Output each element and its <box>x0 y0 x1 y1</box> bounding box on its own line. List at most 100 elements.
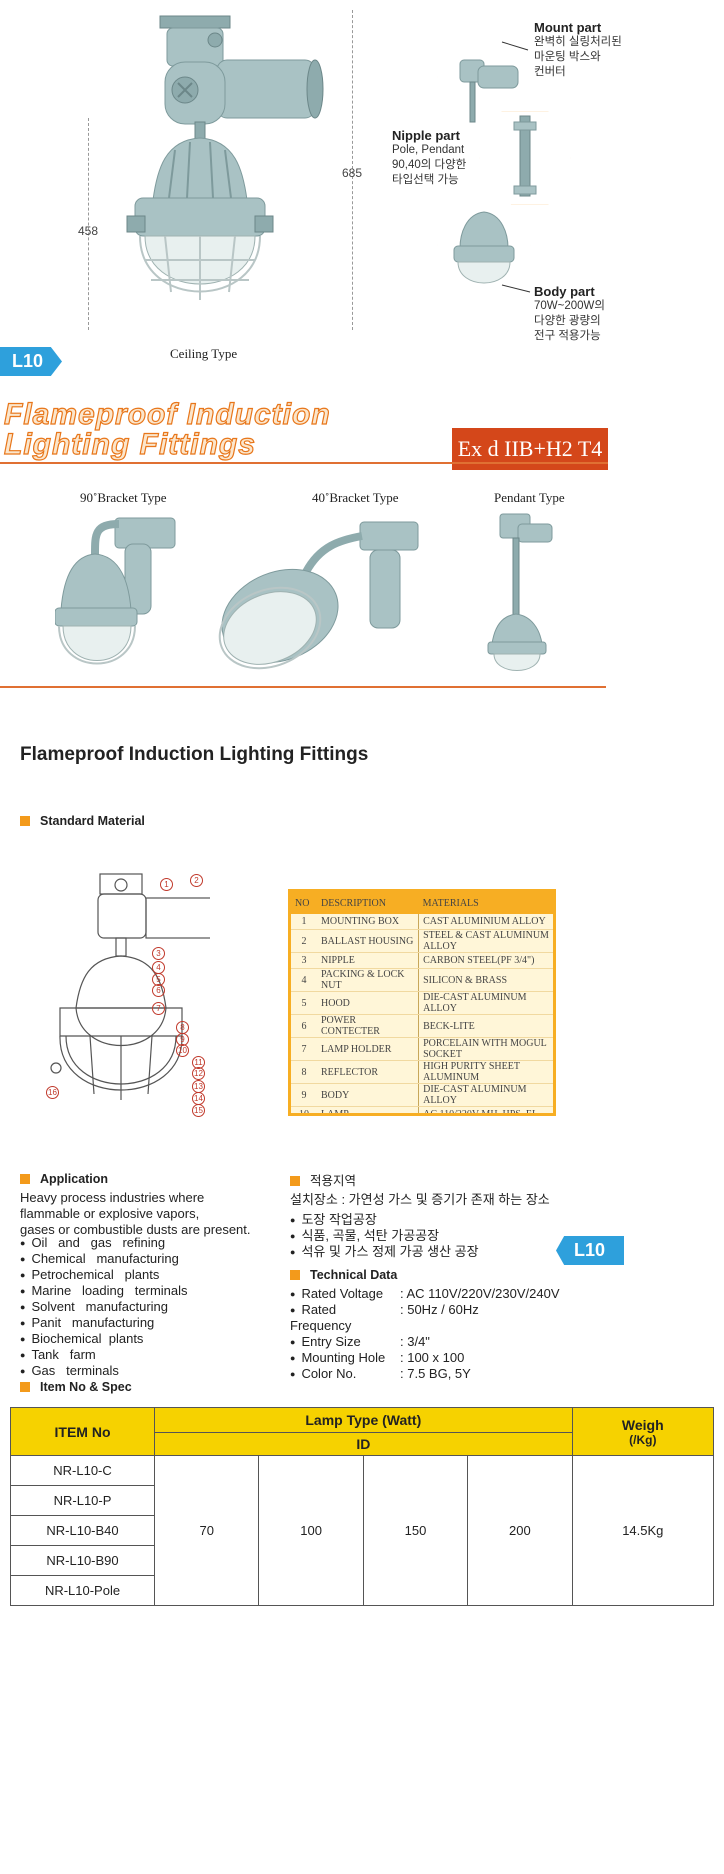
callout-3: 3 <box>152 947 165 960</box>
technical-data-value: : 100 x 100 <box>400 1350 465 1365</box>
material-cell-mat: CAST ALUMINIUM ALLOY <box>418 914 553 930</box>
technical-data-row: Rated Voltage: AC 110V/220V/230V/240V <box>290 1286 590 1302</box>
material-cell-mat: PORCELAIN WITH MOGUL SOCKET <box>418 1037 553 1061</box>
material-cell-desc: BODY <box>317 1083 420 1107</box>
material-cell-no: 4 <box>291 968 317 992</box>
material-cell-desc: NIPPLE <box>317 952 420 969</box>
material-cell-desc: BALLAST HOUSING <box>317 929 420 953</box>
nipple-part-hexagon <box>479 111 571 205</box>
spec-header-item: ITEM No <box>9 1407 156 1456</box>
spec-item-row-3: NR-L10-B40 <box>9 1515 156 1546</box>
section-title: Flameproof Induction Lighting Fittings <box>20 744 369 765</box>
dimension-label-458: 458 <box>78 224 99 238</box>
standard-material-label: Standard Material <box>40 814 145 828</box>
body-part-callout: Body part 70W~200W의 다양한 광량의 전구 적용가능 <box>534 284 624 344</box>
callout-12: 12 <box>192 1067 205 1080</box>
spec-header-lamp-type: Lamp Type (Watt) <box>154 1407 573 1433</box>
callout-10: 10 <box>176 1044 189 1057</box>
body-part-hexagon <box>437 197 531 293</box>
technical-data-row: Color No.: 7.5 BG, 5Y <box>290 1366 590 1382</box>
spec-header-weight-line-1: Weigh <box>621 1416 664 1433</box>
korean-application-item: 도장 작업공장 <box>290 1212 479 1228</box>
material-table-header: NO DESCRIPTION MATERIALS <box>291 892 553 914</box>
material-cell-no: 1 <box>291 914 317 930</box>
application-intro-line-1: Heavy process industries where <box>20 1190 205 1205</box>
technical-data-value: : 3/4" <box>400 1334 430 1349</box>
standard-material-heading: Standard Material <box>20 812 145 830</box>
korean-application-item: 석유 및 가스 정제 가공 생산 공장 <box>290 1244 478 1260</box>
korean-application-item: 식품, 곡물, 석탄 가공공장 <box>290 1228 479 1244</box>
korean-application-intro: 설치장소 : 가연성 가스 및 증기가 존재 하는 장소 <box>290 1192 550 1207</box>
application-intro: Heavy process industries where flammable… <box>20 1190 260 1238</box>
orange-square-icon <box>290 1175 300 1186</box>
mount-part-desc-2: 마운팅 박스와 <box>534 51 601 63</box>
technical-data-label: Technical Data <box>310 1268 398 1282</box>
material-header-description: DESCRIPTION <box>317 892 419 914</box>
technical-data-key: Entry Size <box>290 1334 400 1350</box>
material-cell-desc: POWER CONTECTER <box>317 1014 420 1038</box>
technical-data-key: Color No. <box>290 1366 400 1382</box>
nipple-part-title: Nipple part <box>392 128 460 143</box>
spec-header-weight: Weigh (/Kg) <box>571 1407 715 1456</box>
material-cell-no: 3 <box>291 952 317 969</box>
technical-data-row: Rated Frequency: 50Hz / 60Hz <box>290 1302 590 1334</box>
spec-header-weight-line-2: (/Kg) <box>629 1432 657 1447</box>
material-cell-no: 6 <box>291 1014 317 1038</box>
material-cell-no: 10 <box>291 1106 317 1113</box>
spec-item-row-5: NR-L10-Pole <box>9 1575 156 1606</box>
body-part-desc-1: 70W~200W의 <box>534 300 605 312</box>
material-cell-no: 5 <box>291 991 317 1015</box>
series-tag: L10 <box>0 347 62 376</box>
bracket-40-lamp-image <box>210 516 430 676</box>
dimension-label-685: 685 <box>342 166 363 180</box>
mount-part-title: Mount part <box>534 20 602 35</box>
body-part-desc-2: 다양한 광량의 <box>534 315 601 327</box>
application-item: Panit manufacturing <box>20 1315 188 1331</box>
material-cell-desc: MOUNTING BOX <box>317 914 420 930</box>
application-intro-line-2: flammable or explosive vapors, <box>20 1206 200 1221</box>
technical-data-heading: Technical Data <box>290 1266 397 1284</box>
type-label-pendant: Pendant Type <box>494 490 565 505</box>
application-item: Marine loading terminals <box>20 1283 187 1299</box>
application-item: Biochemical plants <box>20 1331 188 1347</box>
spec-watt-70: 70 <box>154 1455 260 1606</box>
material-cell-desc: HOOD <box>317 991 420 1015</box>
type-label-40-bracket: 40˚Bracket Type <box>312 490 399 505</box>
application-item: Tank farm <box>20 1347 188 1363</box>
material-cell-mat: STEEL & CAST ALUMINUM ALLOY <box>418 929 553 953</box>
nipple-part-desc-2: 90,40의 다양한 <box>392 159 467 171</box>
spec-watt-100: 100 <box>258 1455 364 1606</box>
application-item: Solvent manufacturing <box>20 1299 188 1315</box>
application-item: Petrochemical plants <box>20 1267 188 1283</box>
dimension-line-685 <box>352 10 353 330</box>
material-cell-desc: LAMP <box>317 1106 420 1113</box>
spec-watt-200: 200 <box>467 1455 573 1606</box>
mount-part-desc-3: 컨버터 <box>534 66 566 78</box>
korean-application-list: 도장 작업공장식품, 곡물, 석탄 가공공장석유 및 가스 정제 가공 생산 공… <box>290 1212 479 1260</box>
callout-15: 15 <box>192 1104 205 1117</box>
orange-square-icon <box>20 1173 30 1184</box>
spec-item-row-4: NR-L10-B90 <box>9 1545 156 1576</box>
technical-data-key: Rated Frequency <box>290 1302 400 1334</box>
product-title-line-2: Lighting Fittings <box>3 427 256 461</box>
material-cell-mat: SILICON & BRASS <box>418 968 553 992</box>
callout-16: 16 <box>46 1086 59 1099</box>
mount-part-callout: Mount part 완벽히 실링처리된 마운팅 박스와 컨버터 <box>534 20 624 80</box>
material-cell-no: 8 <box>291 1060 317 1084</box>
material-cell-mat: AC 110/220V MH, HPS, EL <box>418 1106 553 1113</box>
technical-data-row: Mounting Hole: 100 x 100 <box>290 1350 590 1366</box>
application-item: Oil and gas refining <box>20 1235 188 1251</box>
application-list: Oil and gas refiningChemical manufacturi… <box>20 1235 188 1379</box>
spec-weight-value: 14.5Kg <box>571 1455 715 1606</box>
korean-application-heading: 적용지역 <box>290 1170 356 1190</box>
